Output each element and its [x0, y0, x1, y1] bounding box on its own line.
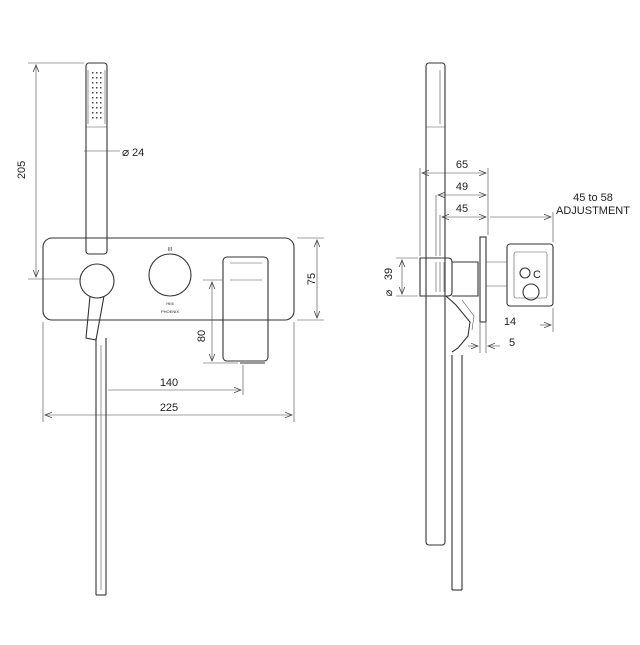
cartridge-letter: C [533, 269, 541, 281]
dim-lever-height: 80 [196, 279, 238, 364]
cartridge-box: C [486, 243, 554, 307]
front-view: III HIIII PHOENIX 205 ⌀ 24 75 [16, 62, 324, 596]
cartridge-port-bottom [522, 283, 540, 301]
dim-24-label: 24 [132, 147, 144, 159]
dial-top-label: III [168, 247, 172, 253]
dim-140-label: 140 [160, 377, 178, 389]
dim-80-label: 80 [196, 330, 208, 342]
dim-39-label: 39 [383, 268, 395, 280]
dim-24-symbol: ⌀ [122, 145, 129, 159]
lever-side [445, 295, 471, 353]
dim-diameter-39: ⌀ 39 [383, 257, 418, 296]
dim-plate-height: 75 [297, 237, 324, 321]
dim-depth-65: 65 [419, 159, 489, 256]
mixer-lever [222, 256, 269, 364]
dim-225-label: 225 [160, 402, 178, 414]
wall-plate-side [479, 236, 487, 323]
adjustment-range-label: 45 to 58 [573, 192, 613, 204]
dim-depth-49: 49 [435, 181, 486, 256]
dim-14-label: 14 [504, 316, 516, 328]
dim-handshower-height: 205 [16, 62, 84, 280]
shower-holder [79, 263, 115, 299]
dial-bottom-label: HIIII [166, 301, 173, 306]
dim-depth-45: 45 [439, 203, 486, 256]
hand-shower [85, 62, 108, 255]
control-dial [148, 253, 192, 297]
shower-hose [95, 338, 107, 596]
dim-49-label: 49 [456, 181, 468, 193]
dim-75-label: 75 [306, 273, 318, 285]
adjustment-label: ADJUSTMENT [556, 205, 630, 217]
shower-elbow [85, 295, 105, 341]
hand-shower-side [425, 62, 446, 546]
dim-5: 5 [468, 323, 515, 353]
dim-adjustment: 45 to 58 ADJUSTMENT [490, 192, 630, 242]
dim-39-symbol: ⌀ [383, 289, 395, 296]
dim-outlet-spacing: 140 [108, 365, 244, 395]
dim-handshower-diameter: ⌀ 24 [84, 145, 144, 159]
hose-side [451, 355, 463, 591]
dim-65-label: 65 [456, 159, 468, 171]
dim-14: 14 [485, 308, 554, 353]
brand-mark: PHOENIX [161, 309, 179, 314]
side-view: C 65 49 45 45 to 58 ADJUSTMENT [383, 62, 630, 591]
dim-205-label: 205 [16, 161, 28, 179]
dim-plate-width: 225 [42, 322, 295, 422]
dim-45-label: 45 [456, 203, 468, 215]
dim-5-label: 5 [509, 337, 515, 349]
spray-face [92, 72, 102, 119]
mixer-body-side [419, 257, 479, 353]
cartridge-port-top [519, 267, 531, 279]
